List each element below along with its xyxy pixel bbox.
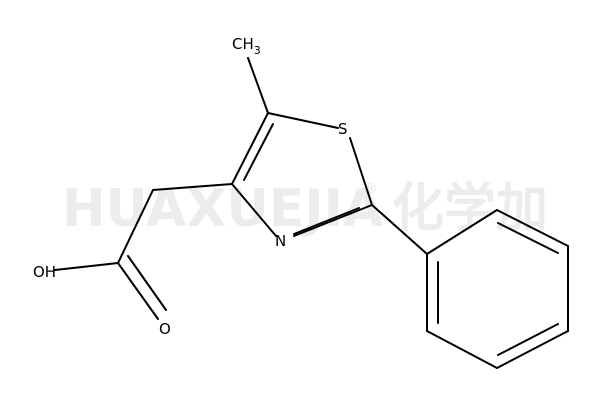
hydroxyl-label: OH [33, 263, 56, 281]
bond-ph-1 [426, 209, 498, 255]
bond-c2-phenyl [371, 204, 428, 255]
phenyl-ring [371, 204, 569, 369]
bond-ph-5 [426, 330, 498, 369]
watermark-chinese: 化学加 [392, 179, 548, 239]
carbonyl-oxygen-label: O [159, 320, 171, 338]
bond-c-o [117, 262, 159, 320]
sulfur-label: S [338, 120, 348, 138]
bond-c4-c5-double [243, 123, 274, 181]
bond-c-oh [54, 262, 119, 271]
bond-s-c2 [349, 137, 373, 206]
methyl-label: CH3 [232, 35, 261, 57]
bond-c2-n [293, 204, 373, 237]
bond-ph-4 [496, 330, 569, 369]
acetic-acid-group [54, 183, 233, 320]
bond-ph-2-inner [497, 222, 559, 254]
bond-c4-ch2 [152, 183, 233, 191]
bond-ph-4-inner [497, 323, 559, 356]
nitrogen-label: N [275, 232, 286, 250]
bond-c2-n-double [293, 207, 360, 235]
bond-c4-c5 [231, 112, 269, 185]
bond-c5-s [267, 112, 339, 129]
bond-c-o-double [127, 255, 167, 311]
bond-ph-2 [496, 209, 569, 247]
thiazole-ring [231, 112, 373, 237]
bond-c5-methyl [247, 57, 269, 114]
watermark: HUAXUEJIA ® 化学加 [62, 179, 548, 239]
bond-ch2-cooh [117, 189, 154, 264]
watermark-brand: HUAXUEJIA [62, 179, 383, 239]
bond-n-c4 [231, 183, 277, 237]
